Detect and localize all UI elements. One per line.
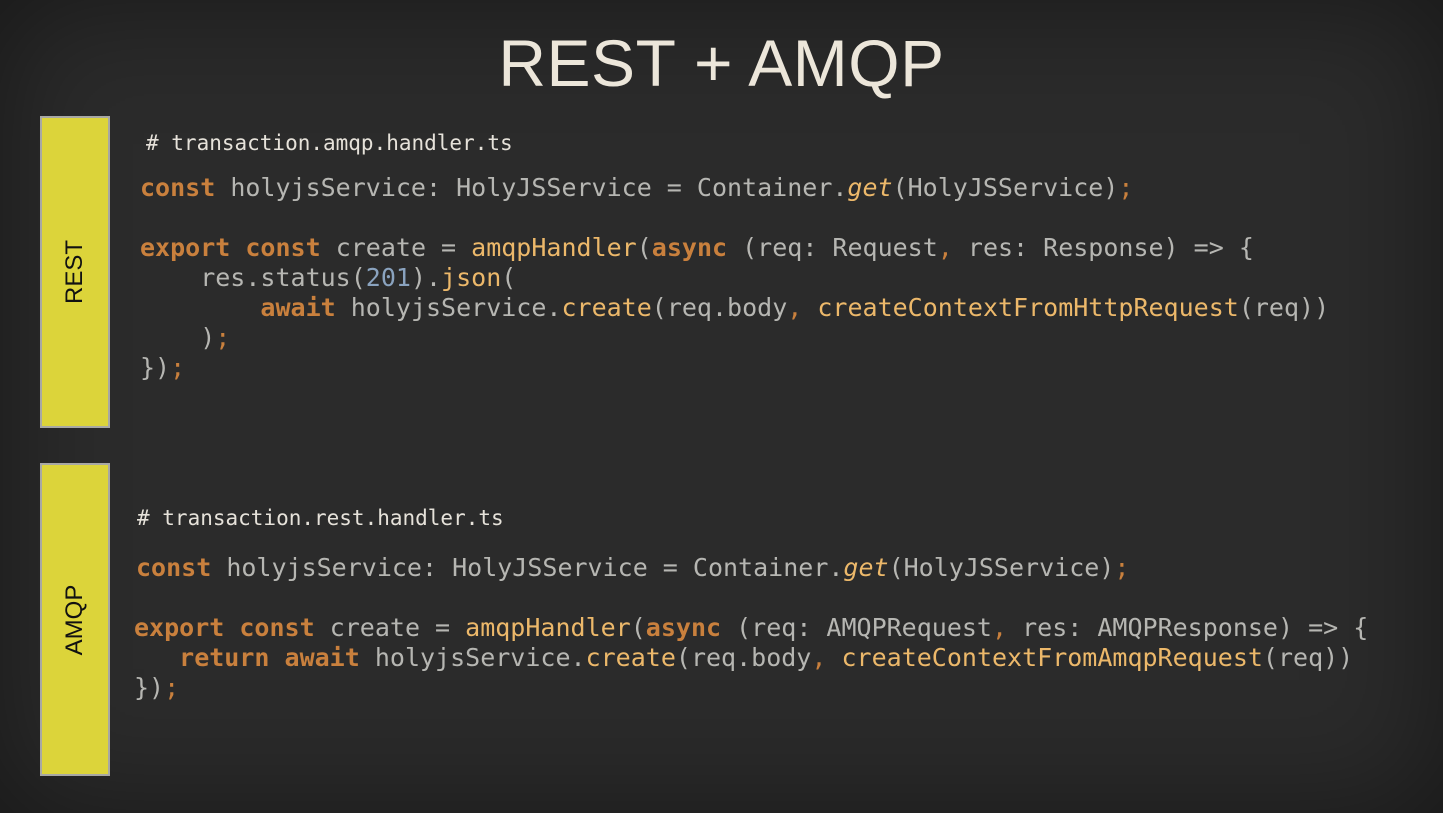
slide-title: REST + AMQP: [498, 26, 945, 100]
code-token: [826, 643, 841, 672]
code-token: (: [636, 233, 652, 262]
amqp-code-declaration: const holyjsService: HolyJSService = Con…: [136, 553, 1129, 583]
amqp-side-label: AMQP: [40, 463, 110, 776]
code-token: (req.body: [651, 293, 788, 322]
code-token: async: [651, 233, 728, 262]
code-token: [230, 233, 245, 262]
code-token: res: Response) => {: [952, 233, 1254, 262]
amqp-code-handler: export const create = amqpHandler(async …: [134, 613, 1368, 703]
code-token: [802, 293, 817, 322]
code-token: res: AMQPResponse) => {: [1007, 613, 1369, 642]
code-token: createContextFromAmqpRequest: [841, 643, 1263, 672]
code-token: json: [441, 263, 502, 292]
code-token: (req)): [1238, 293, 1330, 322]
code-token: create =: [314, 613, 466, 642]
code-token: async: [645, 613, 722, 642]
amqp-side-label-text: AMQP: [61, 584, 88, 655]
code-token: ;: [215, 323, 231, 352]
code-token: createContextFromHttpRequest: [817, 293, 1239, 322]
code-line: );: [140, 323, 1329, 353]
amqp-filename-comment: # transaction.rest.handler.ts: [137, 506, 504, 530]
code-token: ,: [992, 613, 1008, 642]
code-line: export const create = amqpHandler(async …: [140, 233, 1329, 263]
code-token: return: [179, 643, 270, 672]
code-line: await holyjsService.create(req.body, cre…: [140, 293, 1329, 323]
code-token: ).: [410, 263, 442, 292]
code-token: ): [140, 323, 216, 352]
code-line: export const create = amqpHandler(async …: [134, 613, 1368, 643]
code-token: (req.body: [675, 643, 812, 672]
code-token: ,: [787, 293, 803, 322]
rest-side-label: REST: [40, 116, 110, 428]
code-token: }): [140, 353, 171, 382]
code-token: res.status(: [140, 263, 366, 292]
code-token: (req: AMQPRequest: [721, 613, 992, 642]
code-token: get: [847, 173, 893, 202]
code-token: }): [134, 673, 165, 702]
code-token: amqpHandler: [471, 233, 637, 262]
code-token: holyjsService.: [335, 293, 562, 322]
code-token: ,: [937, 233, 953, 262]
code-token: (HolyJSService): [892, 173, 1119, 202]
code-token: (HolyJSService): [888, 553, 1115, 582]
code-line: const holyjsService: HolyJSService = Con…: [140, 173, 1133, 203]
code-line: });: [140, 353, 1329, 383]
code-token: ;: [170, 353, 186, 382]
code-token: await: [284, 643, 360, 672]
code-token: const: [239, 613, 315, 642]
code-token: export: [140, 233, 231, 262]
code-token: create: [561, 293, 652, 322]
rest-code-handler: export const create = amqpHandler(async …: [140, 233, 1329, 383]
rest-side-label-text: REST: [61, 239, 88, 305]
code-token: (req)): [1262, 643, 1354, 672]
code-token: get: [843, 553, 889, 582]
code-line: res.status(201).json(: [140, 263, 1329, 293]
code-token: ;: [1114, 553, 1130, 582]
code-token: holyjsService: HolyJSService = Container…: [215, 173, 848, 202]
code-token: [224, 613, 239, 642]
code-token: const: [140, 173, 216, 202]
code-token: [269, 643, 284, 672]
code-token: (: [501, 263, 517, 292]
code-token: 201: [365, 263, 411, 292]
code-token: (: [630, 613, 646, 642]
code-line: const holyjsService: HolyJSService = Con…: [136, 553, 1129, 583]
code-token: await: [260, 293, 336, 322]
code-token: holyjsService: HolyJSService = Container…: [211, 553, 844, 582]
code-token: ;: [164, 673, 180, 702]
code-token: [134, 643, 179, 672]
code-token: (req: Request: [727, 233, 938, 262]
rest-filename-comment: # transaction.amqp.handler.ts: [146, 131, 513, 155]
rest-code-declaration: const holyjsService: HolyJSService = Con…: [140, 173, 1133, 203]
code-token: holyjsService.: [359, 643, 586, 672]
code-token: const: [136, 553, 212, 582]
code-token: const: [245, 233, 321, 262]
code-token: ,: [811, 643, 827, 672]
code-token: amqpHandler: [465, 613, 631, 642]
code-line: });: [134, 673, 1368, 703]
code-token: create =: [320, 233, 472, 262]
code-line: return await holyjsService.create(req.bo…: [134, 643, 1368, 673]
code-token: export: [134, 613, 225, 642]
code-token: ;: [1118, 173, 1134, 202]
code-token: [140, 293, 260, 322]
code-token: create: [585, 643, 676, 672]
